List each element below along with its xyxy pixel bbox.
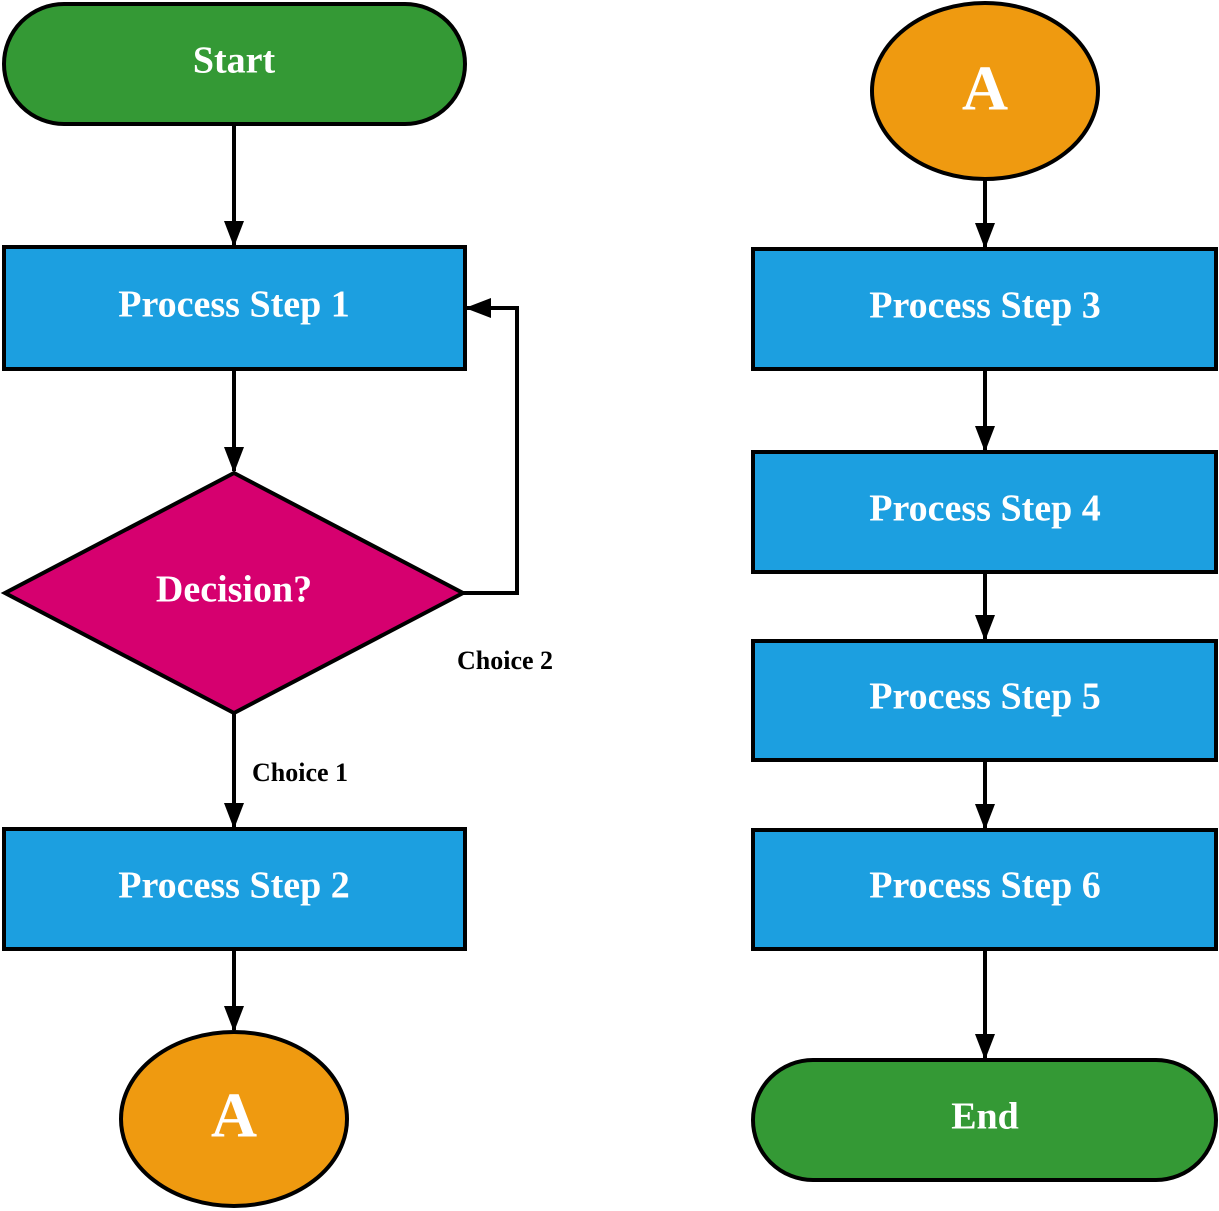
process-step-5-label: Process Step 5 (869, 676, 1101, 718)
process-step-3: Process Step 3 (751, 247, 1218, 371)
start-label: Start (193, 40, 276, 82)
process-step-6-label: Process Step 6 (869, 865, 1101, 907)
choice-1-label: Choice 1 (252, 758, 348, 787)
connector-a-out: A (119, 1030, 349, 1208)
start-terminator: Start (2, 2, 467, 126)
process-step-3-label: Process Step 3 (869, 285, 1101, 327)
end-terminator: End (751, 1058, 1218, 1182)
process-step-1: Process Step 1 (2, 245, 467, 371)
process-step-2-label: Process Step 2 (118, 865, 350, 907)
choice-2-label: Choice 2 (457, 646, 553, 675)
process-step-1-label: Process Step 1 (118, 284, 350, 326)
process-step-2: Process Step 2 (2, 827, 467, 951)
connector-a-in: A (870, 1, 1100, 181)
process-step-6: Process Step 6 (751, 828, 1218, 951)
connector-a-out-label: A (211, 1080, 257, 1151)
process-step-4-label: Process Step 4 (869, 488, 1101, 530)
process-step-4: Process Step 4 (751, 450, 1218, 574)
decision-label: Decision? (156, 569, 312, 611)
end-label: End (951, 1096, 1019, 1138)
process-step-5: Process Step 5 (751, 639, 1218, 762)
arrow-decision-choice2-loop (463, 298, 519, 595)
connector-a-in-label: A (962, 53, 1008, 124)
decision-diamond: Decision? (0, 470, 468, 716)
